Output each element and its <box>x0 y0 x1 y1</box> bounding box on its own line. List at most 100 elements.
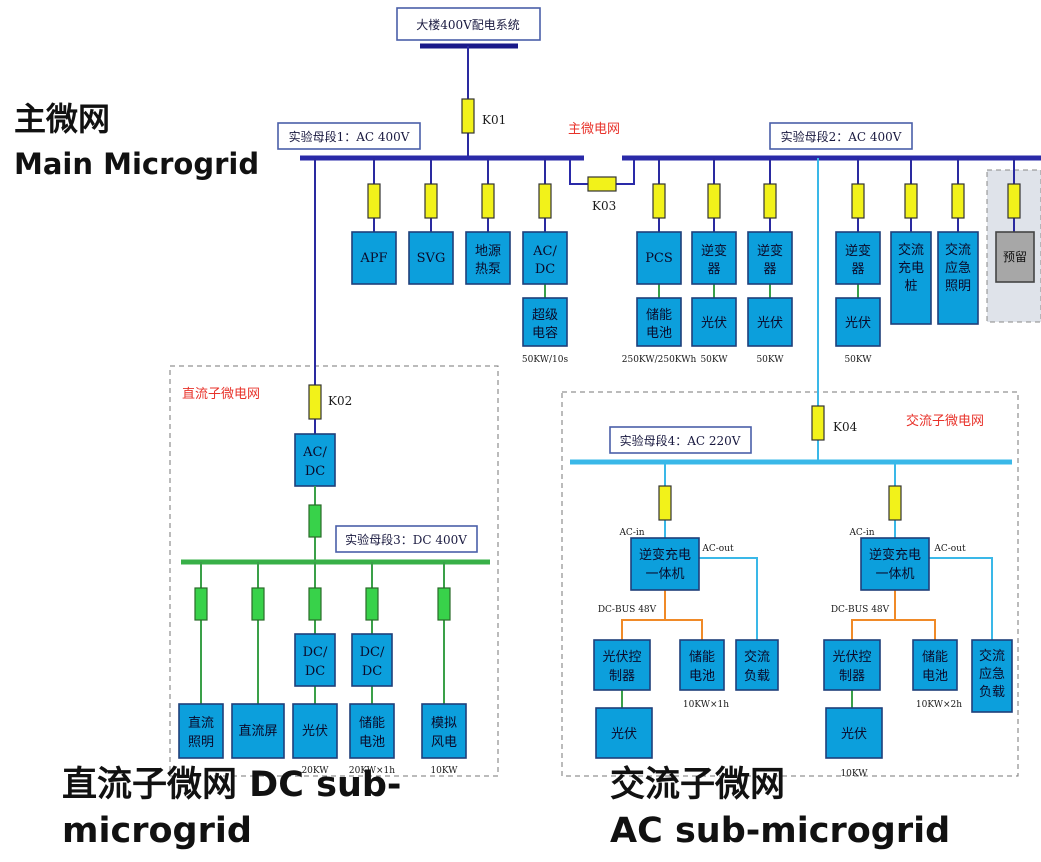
main-microgrid-caption-cn: 主微网 <box>14 100 111 138</box>
dc-device-lighting: 直流 照明 <box>178 703 224 759</box>
svg-text:桩: 桩 <box>904 279 917 294</box>
svg-text:DC/: DC/ <box>303 645 328 660</box>
svg-text:交流: 交流 <box>744 649 770 665</box>
device-pcs: PCS <box>636 231 682 285</box>
svg-text:一体机: 一体机 <box>875 567 914 582</box>
ac-right-dc-lines <box>851 590 936 640</box>
dc-device-wind-sim: 模拟 风电 <box>421 703 467 759</box>
svg-text:充电: 充电 <box>898 260 924 276</box>
ac-right-emergency-load: 交流 应急 负载 <box>971 639 1013 713</box>
svg-text:电池: 电池 <box>922 669 948 684</box>
svg-text:电池: 电池 <box>359 735 385 750</box>
svg-text:热泵: 热泵 <box>475 262 501 277</box>
svg-text:APF: APF <box>359 251 387 266</box>
device-reserve: 预留 <box>995 231 1035 283</box>
ac-left-dcbus: DC-BUS 48V <box>598 605 657 615</box>
building-supply-label: 大楼400V配电系统 <box>396 7 541 41</box>
svg-text:负载: 负载 <box>744 669 770 684</box>
ac-left-dc-lines <box>621 590 703 640</box>
svg-text:照明: 照明 <box>188 735 214 750</box>
svg-text:器: 器 <box>851 262 864 277</box>
dc-device-panel: 直流屏 <box>231 703 285 759</box>
svg-text:实验母段1：AC 400V: 实验母段1：AC 400V <box>289 129 410 144</box>
svg-text:光伏: 光伏 <box>757 316 783 331</box>
svg-text:应急: 应急 <box>945 260 971 276</box>
ac-right-ac-out: AC-out <box>933 544 966 554</box>
ac-left-spec-storage: 10KW×1h <box>683 700 729 710</box>
svg-text:负载: 负载 <box>979 685 1005 700</box>
dc-subgrid-caption-line1: 直流子微网 DC sub- <box>62 765 402 805</box>
device-ac-charging-pile: 交流 充电 桩 <box>890 231 932 325</box>
svg-text:一体机: 一体机 <box>645 567 684 582</box>
svg-text:AC/: AC/ <box>302 445 327 460</box>
device-svg: SVG <box>408 231 454 285</box>
main-microgrid-caption-en: Main Microgrid <box>14 147 260 181</box>
svg-text:光伏: 光伏 <box>302 724 328 739</box>
svg-text:电池: 电池 <box>646 326 672 341</box>
ac-subgrid-caption-line1: 交流子微网 <box>610 765 786 805</box>
spec-storage-battery: 250KW/250KWh <box>622 355 697 365</box>
svg-text:电容: 电容 <box>532 325 558 341</box>
spec-pv-1: 50KW <box>700 355 728 365</box>
svg-text:大楼400V配电系统: 大楼400V配电系统 <box>416 17 520 32</box>
dc-device-ac-dc: AC/ DC <box>294 433 336 487</box>
ac-right-pv-controller: 光伏控 制器 <box>823 639 881 691</box>
main-feeder-lines <box>373 158 1015 232</box>
svg-text:光伏控: 光伏控 <box>832 650 871 665</box>
breaker-k02 <box>308 384 322 420</box>
dc-subgrid-region <box>169 365 499 777</box>
ac-subgrid-caption-line2: AC sub-microgrid <box>610 811 951 851</box>
svg-text:交流: 交流 <box>979 648 1005 664</box>
dc-branch-breakers <box>194 587 451 621</box>
svg-text:DC: DC <box>305 664 325 679</box>
svg-text:储能: 储能 <box>646 308 672 323</box>
svg-text:器: 器 <box>707 262 720 277</box>
spec-supercapacitor: 50KW/10s <box>522 355 569 365</box>
svg-text:DC/: DC/ <box>360 645 385 660</box>
k03-label: K03 <box>592 199 616 213</box>
svg-text:光伏: 光伏 <box>841 727 867 742</box>
svg-text:逆变: 逆变 <box>701 243 727 259</box>
k04-label: K04 <box>833 420 858 434</box>
svg-text:储能: 储能 <box>689 650 715 665</box>
svg-text:直流: 直流 <box>188 716 214 731</box>
ac-left-pv-controller: 光伏控 制器 <box>593 639 651 691</box>
ac-subgrid-region <box>561 391 1019 777</box>
svg-text:光伏: 光伏 <box>701 316 727 331</box>
ac-left-storage: 储能 电池 <box>679 639 725 691</box>
breaker-k04 <box>811 405 825 441</box>
ac-left-ac-in: AC-in <box>618 528 644 538</box>
svg-text:模拟: 模拟 <box>431 716 457 731</box>
dc-main-breaker <box>308 504 322 538</box>
bus-1-label: 实验母段1：AC 400V <box>277 122 421 150</box>
device-supercapacitor: 超级 电容 <box>522 297 568 347</box>
device-pv-1: 光伏 <box>691 297 737 347</box>
breaker-k03 <box>587 176 617 192</box>
device-ac-emergency-lighting: 交流 应急 照明 <box>937 231 979 325</box>
svg-text:逆变: 逆变 <box>845 243 871 259</box>
svg-text:地源: 地源 <box>475 244 501 259</box>
svg-text:实验母段3：DC 400V: 实验母段3：DC 400V <box>345 532 467 547</box>
k02-label: K02 <box>328 394 352 408</box>
svg-text:实验母段4：AC 220V: 实验母段4：AC 220V <box>620 433 741 448</box>
svg-text:直流屏: 直流屏 <box>238 724 277 739</box>
svg-text:交流: 交流 <box>898 242 924 258</box>
device-pv-3: 光伏 <box>835 297 881 347</box>
device-inverter-2: 逆变 器 <box>747 231 793 285</box>
device-ground-source-heat-pump: 地源 热泵 <box>465 231 511 285</box>
svg-text:照明: 照明 <box>945 279 971 294</box>
svg-text:器: 器 <box>763 262 776 277</box>
main-feeder-breakers <box>367 183 1021 219</box>
svg-text:电池: 电池 <box>689 669 715 684</box>
svg-text:SVG: SVG <box>417 251 446 266</box>
device-inverter-1: 逆变 器 <box>691 231 737 285</box>
ac-right-dcbus: DC-BUS 48V <box>831 605 890 615</box>
device-pv-2: 光伏 <box>747 297 793 347</box>
svg-text:光伏: 光伏 <box>845 316 871 331</box>
dc-device-dcdc-2: DC/ DC <box>351 633 393 687</box>
svg-text:光伏控: 光伏控 <box>602 650 641 665</box>
ac-right-ac-in: AC-in <box>848 528 874 538</box>
svg-text:DC: DC <box>305 464 325 479</box>
svg-text:制器: 制器 <box>839 669 865 684</box>
